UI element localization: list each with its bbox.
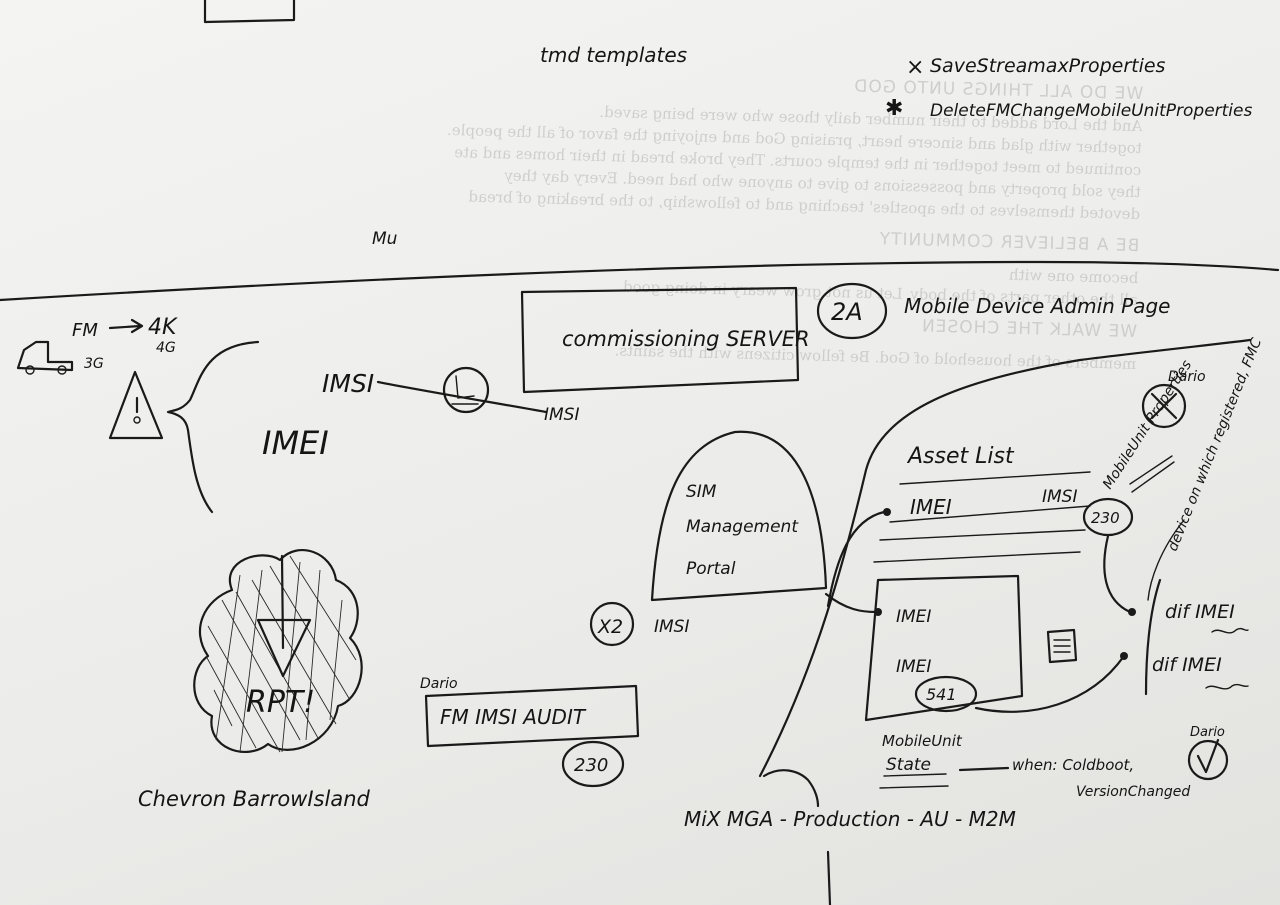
dif-imei-2-squiggle (1205, 683, 1249, 690)
asset-imsi-label: IMSI (1042, 487, 1078, 507)
state-version-label: VersionChanged (1076, 784, 1190, 800)
audit-owner-name: Dario (420, 676, 458, 692)
admin-page-outline (758, 338, 1252, 778)
x-mark-icon (1150, 392, 1178, 420)
bullet-dot-1 (883, 508, 891, 516)
badge-2a-label: 2A (831, 298, 863, 326)
footer-curve (762, 769, 820, 808)
badge-230-label: 230 (1091, 509, 1120, 527)
down-arrow-icon (256, 554, 312, 678)
sim-portal-line-3: Portal (686, 559, 736, 579)
arrow-to-4k-icon (108, 318, 144, 334)
asset-list-row-line-3 (879, 529, 1086, 541)
asset-list-row-line-1 (899, 471, 1091, 485)
commissioning-server-label: commissioning SERVER (562, 327, 810, 351)
asset-list-row-line-4 (873, 551, 1081, 563)
properties-underline (1129, 455, 1175, 493)
badge-x2-label: X2 (597, 616, 623, 638)
todo-item-save-streamax: SaveStreamaxProperties (930, 55, 1166, 77)
note-connector (1147, 519, 1185, 601)
rpt-cloud-shape (193, 549, 363, 753)
tmd-templates-note: tmd templates (540, 43, 687, 67)
portal-to-detail-connector (824, 592, 878, 614)
todo-item-delete-fm: DeleteFMChangeMobileUnitProperties (930, 101, 1252, 121)
sim-portal-shape (650, 430, 828, 602)
document-icon-lines (1053, 639, 1071, 653)
footer-environment-label: MiX MGA - Production - AU - M2M (684, 807, 1016, 831)
audit-badge-label: 230 (574, 755, 608, 776)
dif-imei-1: dif IMEI (1165, 601, 1235, 623)
badge-x2-circle (589, 601, 635, 647)
dario-x-circle (1141, 383, 1187, 429)
dario-x-name: Dario (1168, 369, 1206, 385)
truck-wheel-rear (57, 365, 67, 375)
imei-label: IMEI (262, 424, 329, 462)
badge-541-circle (914, 675, 978, 713)
commissioning-server-box (520, 286, 800, 394)
sim-portal-line-1: SIM (686, 482, 717, 502)
mobile-admin-page-title: Mobile Device Admin Page (904, 294, 1170, 318)
bullet-dot-2 (1128, 608, 1136, 616)
truck-wheel-front (25, 365, 35, 375)
asset-list-row-line-2 (889, 505, 1091, 523)
document-icon (1046, 628, 1078, 664)
rpt-label: RPT! (246, 685, 315, 720)
sim-portal-line-2: Management (686, 517, 799, 537)
detail-imei-label-2: IMEI (896, 657, 931, 677)
truck-icon (16, 340, 74, 372)
fm-imsi-audit-label: FM IMSI AUDIT (440, 705, 587, 729)
todo-x-mark: × (906, 55, 924, 80)
asset-imei-label: IMEI (910, 495, 952, 519)
warning-triangle-icon (108, 370, 164, 440)
dif-imei-bracket (1144, 578, 1162, 696)
location-label: Chevron BarrowIsland (138, 787, 371, 811)
state-underline (879, 773, 949, 789)
mu-note: Mu (372, 229, 398, 249)
badge-541-connector (974, 654, 1126, 713)
detail-imei-label-1: IMEI (896, 607, 931, 627)
4g-label: 4G (156, 340, 176, 356)
x2-imsi-label: IMSI (654, 617, 690, 637)
imsi-right-label: IMSI (544, 405, 580, 425)
asset-detail-box (864, 574, 1024, 722)
dif-imei-2: dif IMEI (1152, 654, 1222, 676)
badge-541-label: 541 (926, 685, 957, 704)
asset-list-title: Asset List (906, 444, 1015, 469)
sim-chip-icon (442, 366, 490, 414)
partial-box-top (203, 0, 296, 24)
fm-label: FM (72, 320, 98, 341)
footer-vertical-line (826, 850, 832, 905)
badge-2a-circle (816, 282, 888, 340)
check-mark-icon (1196, 738, 1220, 774)
portal-to-asset-connector (826, 510, 886, 608)
state-label-line-2: State (886, 755, 931, 775)
state-dash-line (958, 766, 1010, 772)
state-when-label: when: Coldboot, (1012, 756, 1134, 774)
dario-check-name: Dario (1190, 725, 1225, 740)
fm-imsi-audit-box (424, 684, 640, 748)
3g-label: 3G (84, 356, 104, 372)
imsi-label: IMSI (322, 369, 374, 398)
bullet-dot-4 (874, 608, 882, 616)
4k-label: 4K (148, 315, 178, 340)
state-label-line-1: MobileUnit (882, 732, 963, 750)
badge-to-dif-connector (1103, 534, 1132, 614)
audit-badge-circle (561, 740, 625, 788)
todo-star-mark: ✱ (885, 96, 903, 121)
curly-brace (166, 340, 260, 514)
dario-check-circle (1187, 739, 1229, 781)
cloud-hatching (205, 555, 357, 753)
sim-chip-detail (451, 375, 479, 405)
section-divider (0, 260, 1280, 302)
dif-imei-1-squiggle (1211, 627, 1249, 634)
warning-dot (133, 416, 141, 424)
